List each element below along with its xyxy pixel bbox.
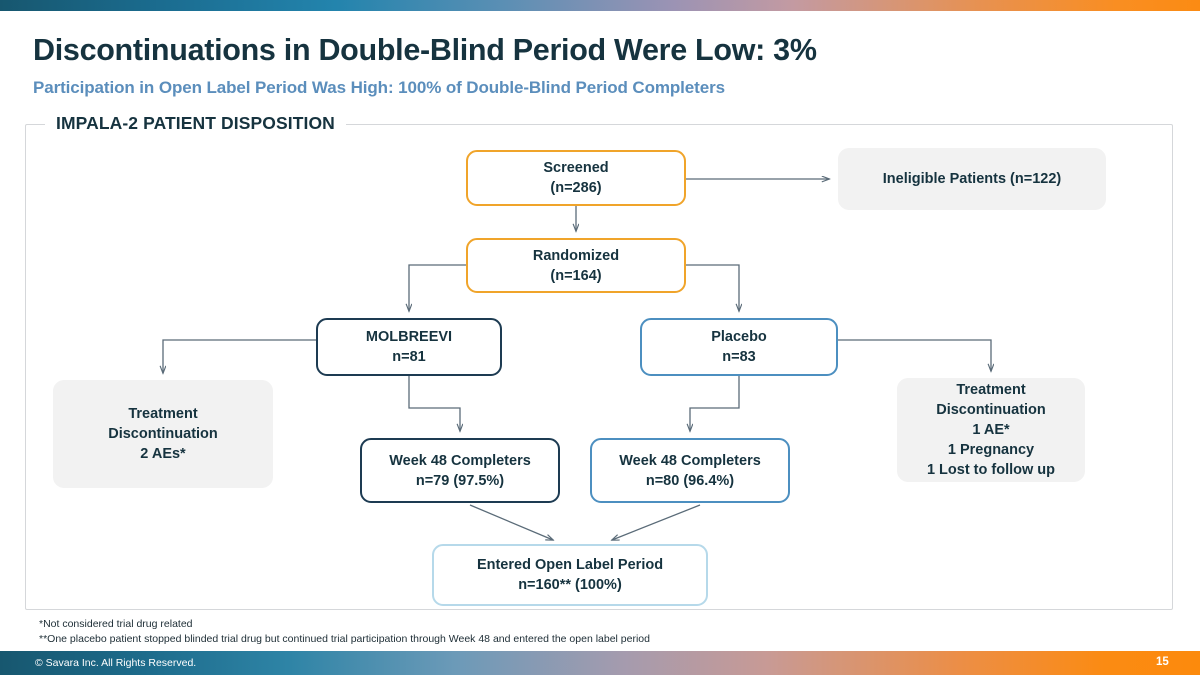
top-gradient-bar <box>0 0 1200 11</box>
node-molbreevi-line2: n=81 <box>392 349 426 365</box>
node-placebo-line2: n=83 <box>722 349 756 365</box>
page-number: 15 <box>1156 656 1169 668</box>
footnote-two: **One placebo patient stopped blinded tr… <box>39 633 650 646</box>
node-openlabel-line2: n=160** (100%) <box>518 577 622 593</box>
page-subtitle: Participation in Open Label Period Was H… <box>33 78 725 97</box>
node-screened: Screened (n=286) <box>466 150 686 206</box>
node-td-right-line2: Discontinuation <box>936 402 1046 418</box>
node-screened-line2: (n=286) <box>550 180 602 196</box>
diagram-panel <box>25 124 1173 610</box>
node-completers-pbo-line1: Week 48 Completers <box>619 452 761 469</box>
node-completers-mol-line2: n=79 (97.5%) <box>415 472 505 489</box>
node-treatment-discontinuation-molbreevi: Treatment Discontinuation 2 AEs* <box>53 380 273 488</box>
node-td-right-line3: 1 AE* <box>972 422 1010 438</box>
node-td-left-line1: Treatment <box>128 406 198 422</box>
node-td-right-line5: 1 Lost to follow up <box>926 462 1056 478</box>
node-completers-pbo-line2: n=80 (96.4%) <box>645 472 735 489</box>
footnote-one: *Not considered trial drug related <box>39 618 193 630</box>
node-openlabel-line1: Entered Open Label Period <box>476 557 664 573</box>
node-placebo-line1: Placebo <box>711 329 767 345</box>
node-td-left-line3: 2 AEs* <box>140 446 186 462</box>
node-treatment-discontinuation-placebo: Treatment Discontinuation 1 AE* 1 Pregna… <box>897 378 1085 482</box>
diagram-panel-legend: IMPALA-2 PATIENT DISPOSITION <box>45 113 346 134</box>
node-completers-mol-line1: Week 48 Completers <box>389 452 531 469</box>
footnotes: *Not considered trial drug related **One… <box>39 617 650 647</box>
node-randomized-line2: (n=164) <box>550 267 602 284</box>
node-screened-line1: Screened <box>543 160 609 176</box>
node-molbreevi-arm: MOLBREEVI n=81 <box>316 318 502 376</box>
copyright-text: © Savara Inc. All Rights Reserved. <box>35 657 197 669</box>
node-ineligible-patients: Ineligible Patients (n=122) <box>838 148 1106 210</box>
node-td-right-line4: 1 Pregnancy <box>947 442 1035 458</box>
node-entered-open-label-period: Entered Open Label Period n=160** (100%) <box>432 544 708 606</box>
page-title: Discontinuations in Double-Blind Period … <box>33 33 817 67</box>
node-placebo-arm: Placebo n=83 <box>640 318 838 376</box>
node-week48-completers-molbreevi: Week 48 Completers n=79 (97.5%) <box>360 438 560 503</box>
node-week48-completers-placebo: Week 48 Completers n=80 (96.4%) <box>590 438 790 503</box>
node-randomized: Randomized (n=164) <box>466 238 686 293</box>
node-td-left-line2: Discontinuation <box>108 426 218 442</box>
node-molbreevi-line1: MOLBREEVI <box>365 329 453 345</box>
bottom-gradient-bar <box>0 651 1200 675</box>
node-td-right-line1: Treatment <box>956 382 1026 398</box>
node-randomized-line1: Randomized <box>532 247 620 264</box>
node-ineligible-line1: Ineligible Patients (n=122) <box>882 171 1062 187</box>
